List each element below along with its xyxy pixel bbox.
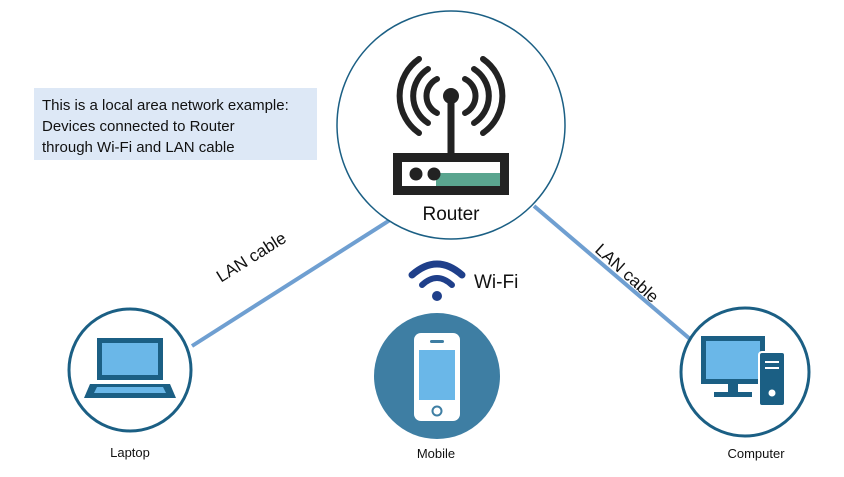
- laptop-icon: [84, 338, 176, 398]
- note-line-2: Devices connected to Router: [42, 118, 235, 135]
- computer-node: [679, 306, 811, 438]
- note-line-1: This is a local area network example:: [42, 97, 289, 114]
- desktop-computer-icon: [701, 336, 786, 407]
- laptop-node: [67, 307, 193, 433]
- antenna-tip-icon: [443, 88, 459, 104]
- mobile-phone-icon: [414, 333, 460, 421]
- laptop-label: Laptop: [110, 445, 150, 460]
- note-line-3: through Wi-Fi and LAN cable: [42, 139, 235, 156]
- mobile-node: [374, 313, 500, 439]
- mobile-label: Mobile: [416, 446, 456, 461]
- router-node: [336, 10, 566, 240]
- wifi-icon: [408, 260, 466, 301]
- computer-label: Computer: [727, 446, 785, 461]
- description-note: This is a local area network example: De…: [34, 88, 317, 160]
- router-led-bar: [436, 173, 500, 186]
- lan-cable-left-line: [190, 218, 392, 348]
- wifi-label: Wi-Fi: [474, 272, 519, 293]
- lan-cable-right-line: [532, 204, 692, 341]
- router-icon: [396, 56, 506, 157]
- router-label: Router: [422, 204, 480, 225]
